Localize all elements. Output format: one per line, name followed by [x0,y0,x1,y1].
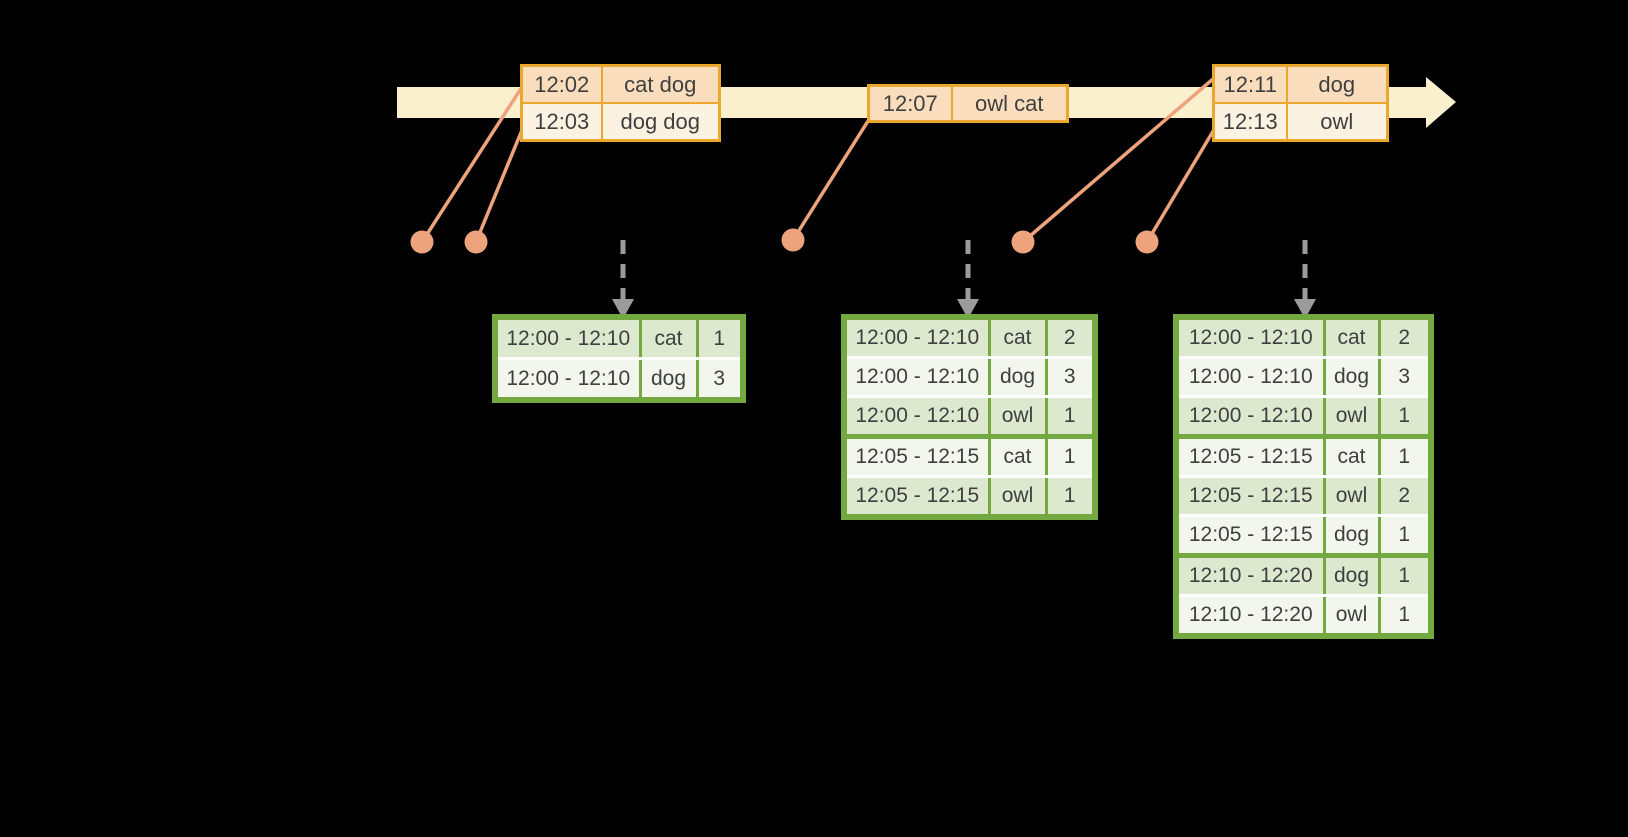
event-marker-line [420,86,524,243]
event-words-cell: cat dog [600,64,721,104]
event-marker-dot [1011,230,1035,254]
event-row: 12:07 owl cat [867,84,1069,123]
count-cell: 1 [1377,434,1433,478]
count-cell: 1 [1044,395,1097,438]
event-table-1: 12:02 cat dog 12:03 dog dog [520,64,721,142]
event-marker-dot [464,230,488,254]
window-cell: 12:05 - 12:15 [1174,514,1326,557]
event-marker-line [791,120,870,241]
window-cell: 12:10 - 12:20 [1174,594,1326,638]
event-marker-line [474,129,524,243]
event-row: 12:13 owl [1212,102,1389,142]
event-marker-dot [1135,230,1159,254]
word-cell: owl [1322,475,1381,517]
event-words-cell: owl cat [950,84,1069,123]
event-words-cell: dog dog [600,102,721,142]
event-marker-dot [781,228,805,252]
count-cell: 1 [1377,395,1433,438]
event-marker-line [1145,127,1217,243]
event-row: 12:11 dog [1212,64,1389,104]
result-table-2: 12:00 - 12:10 cat 2 12:00 - 12:10 dog 3 … [841,314,1098,520]
table-row: 12:00 - 12:10 cat 1 [493,315,745,360]
window-cell: 12:00 - 12:10 [1174,395,1326,438]
count-cell: 1 [1044,475,1097,519]
count-cell: 2 [1377,475,1433,517]
word-cell: dog [1322,356,1381,398]
table-row: 12:05 - 12:15 owl 1 [842,475,1097,519]
event-time-cell: 12:13 [1212,102,1288,142]
event-marker-dot [410,230,434,254]
window-cell: 12:05 - 12:15 [1174,434,1326,478]
event-marker-line [1021,77,1215,244]
count-cell: 3 [1044,356,1097,398]
event-table-3: 12:11 dog 12:13 owl [1212,64,1389,142]
word-cell: dog [1322,553,1381,597]
event-words-cell: owl [1285,102,1389,142]
count-cell: 2 [1377,315,1433,359]
window-cell: 12:05 - 12:15 [842,475,991,519]
event-table-2: 12:07 owl cat [867,84,1069,123]
count-cell: 1 [1377,514,1433,557]
event-time-cell: 12:03 [520,102,603,142]
count-cell: 3 [1377,356,1433,398]
window-cell: 12:05 - 12:15 [1174,475,1326,517]
window-cell: 12:00 - 12:10 [1174,315,1326,359]
table-row: 12:10 - 12:20 owl 1 [1174,594,1433,638]
event-words-cell: dog [1285,64,1389,104]
result-table-3: 12:00 - 12:10 cat 2 12:00 - 12:10 dog 3 … [1173,314,1434,639]
word-cell: dog [1322,514,1381,557]
event-row: 12:03 dog dog [520,102,721,142]
count-cell: 1 [1044,434,1097,478]
trigger-arrow [612,240,634,319]
word-cell: dog [987,356,1048,398]
window-cell: 12:00 - 12:10 [1174,356,1326,398]
table-row: 12:05 - 12:15 cat 1 [842,434,1097,478]
table-row: 12:10 - 12:20 dog 1 [1174,553,1433,597]
arrow-down-icon [1294,299,1316,319]
table-row: 12:05 - 12:15 dog 1 [1174,514,1433,557]
table-row: 12:00 - 12:10 dog 3 [493,357,745,402]
trigger-arrow [1294,240,1316,319]
count-cell: 2 [1044,315,1097,359]
window-cell: 12:10 - 12:20 [1174,553,1326,597]
arrow-down-icon [612,299,634,319]
word-cell: owl [1322,395,1381,438]
event-time-cell: 12:11 [1212,64,1288,104]
table-row: 12:00 - 12:10 dog 3 [1174,356,1433,398]
window-cell: 12:00 - 12:10 [493,315,642,360]
word-cell: cat [987,315,1048,359]
window-cell: 12:00 - 12:10 [842,315,991,359]
count-cell: 1 [1377,594,1433,638]
table-row: 12:00 - 12:10 owl 1 [1174,395,1433,438]
word-cell: cat [638,315,699,360]
table-row: 12:05 - 12:15 cat 1 [1174,434,1433,478]
table-row: 12:00 - 12:10 owl 1 [842,395,1097,438]
word-cell: cat [1322,434,1381,478]
count-cell: 1 [1377,553,1433,597]
trigger-arrow [957,240,979,319]
table-row: 12:00 - 12:10 cat 2 [1174,315,1433,359]
event-time-axis-arrowhead-icon [1426,77,1456,128]
word-cell: owl [987,475,1048,519]
window-cell: 12:00 - 12:10 [842,395,991,438]
word-cell: owl [1322,594,1381,638]
event-time-cell: 12:02 [520,64,603,104]
table-row: 12:00 - 12:10 cat 2 [842,315,1097,359]
window-cell: 12:00 - 12:10 [842,356,991,398]
window-cell: 12:05 - 12:15 [842,434,991,478]
arrow-down-icon [957,299,979,319]
word-cell: cat [1322,315,1381,359]
event-row: 12:02 cat dog [520,64,721,104]
word-cell: dog [638,357,699,402]
word-cell: cat [987,434,1048,478]
count-cell: 1 [695,315,745,360]
result-table-1: 12:00 - 12:10 cat 1 12:00 - 12:10 dog 3 [492,314,746,403]
event-time-cell: 12:07 [867,84,953,123]
table-row: 12:00 - 12:10 dog 3 [842,356,1097,398]
table-row: 12:05 - 12:15 owl 2 [1174,475,1433,517]
word-cell: owl [987,395,1048,438]
window-cell: 12:00 - 12:10 [493,357,642,402]
count-cell: 3 [695,357,745,402]
